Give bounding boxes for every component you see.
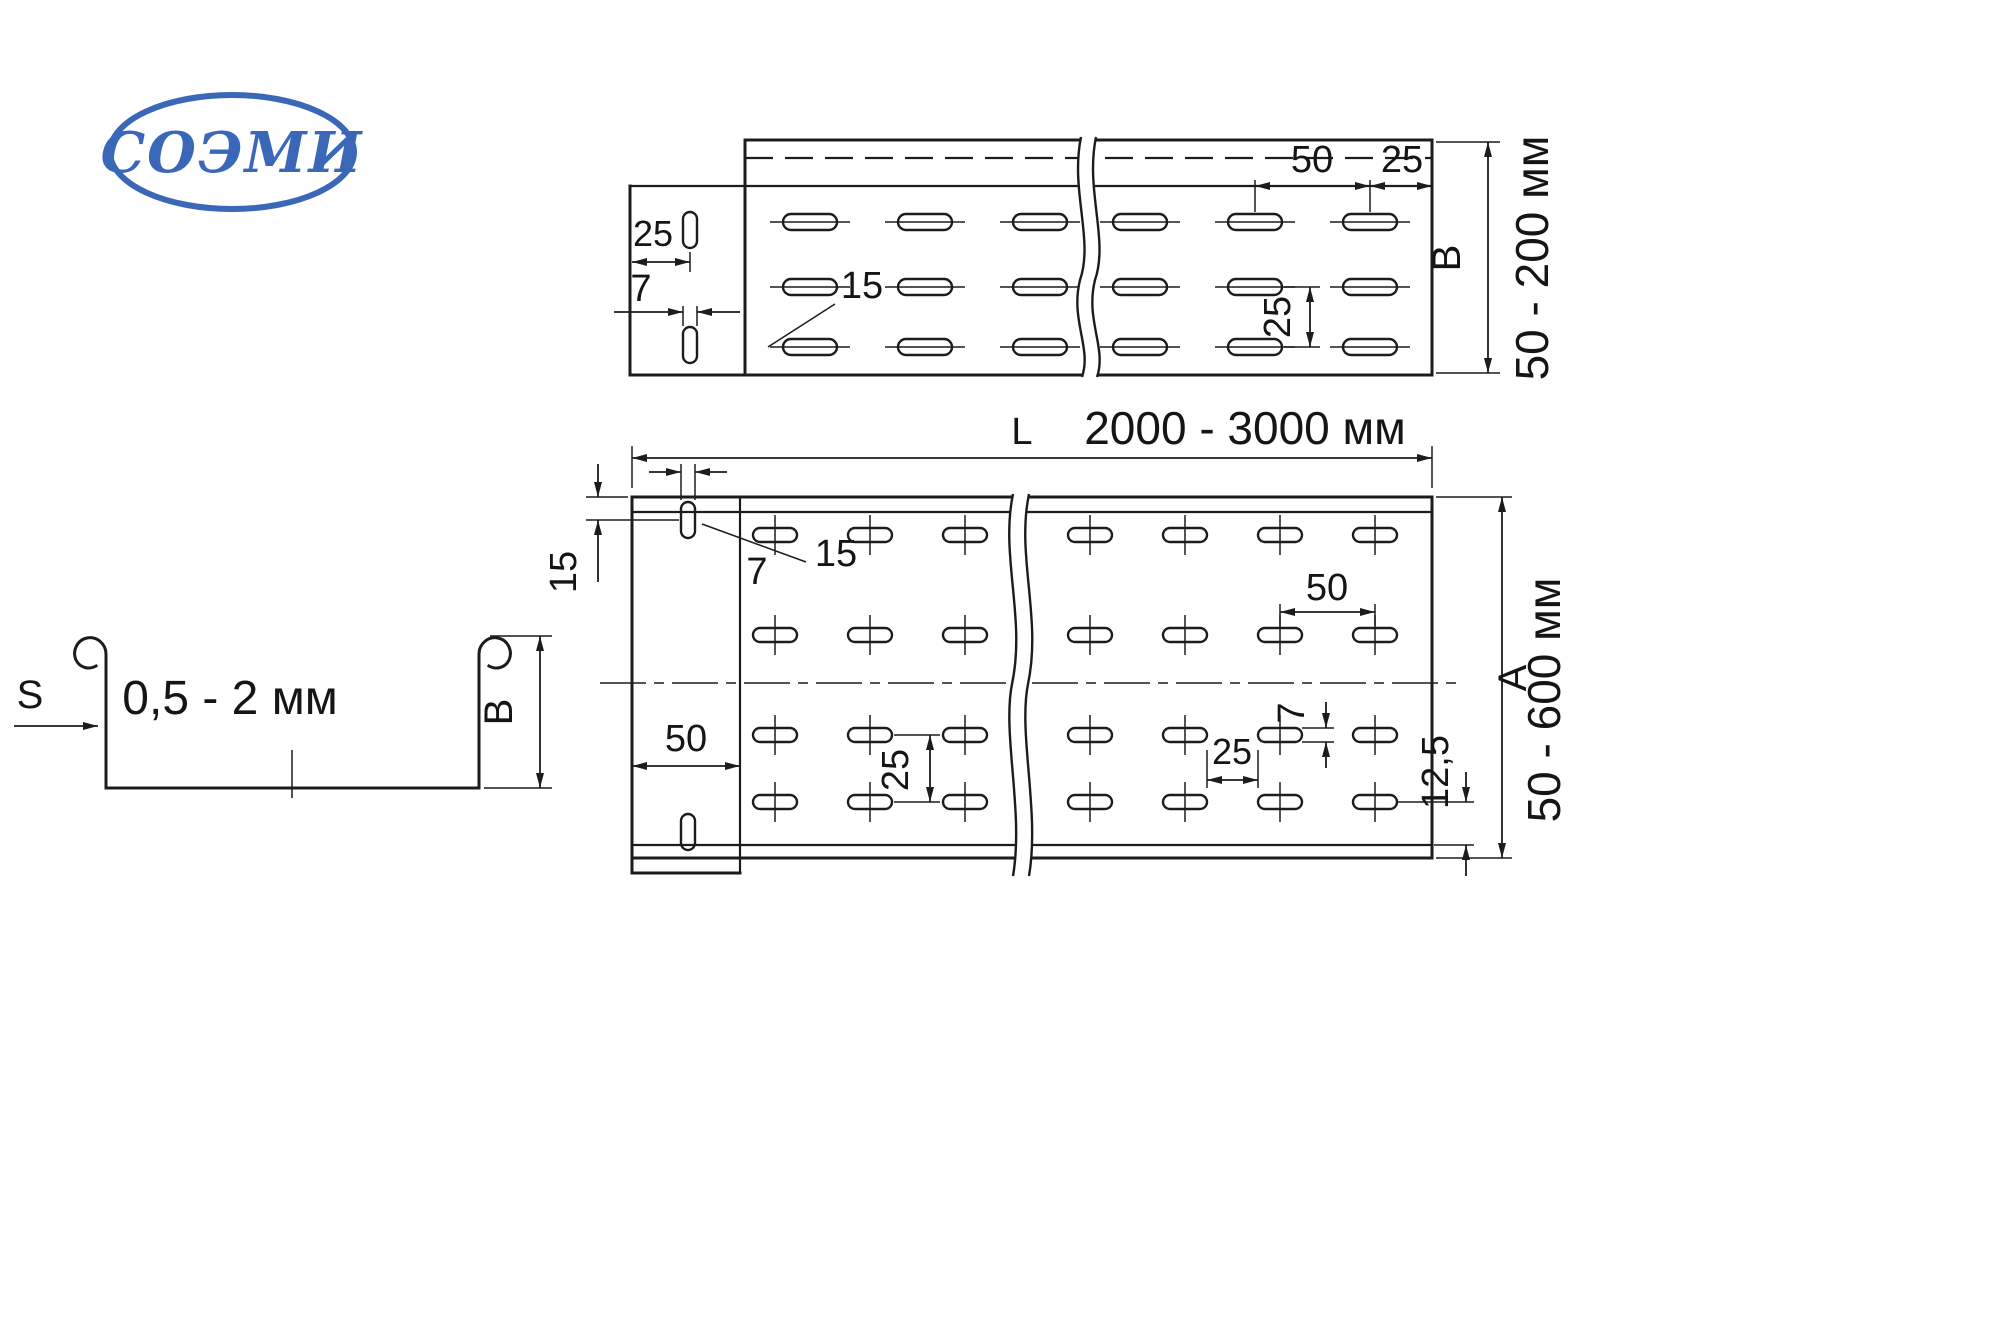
plan-dim-half-pitch-label: 25 [1212,731,1252,772]
plan-dim-tab-width-label: 50 [665,718,707,760]
plan-dim-slot-length-top-label: 15 [815,533,857,575]
side-dimension-lines [614,141,1500,374]
side-dim-height-range-label: 50 - 200 мм [1506,136,1558,381]
plan-break-line [1008,493,1034,877]
section-dimension-lines [14,635,552,789]
section-view: S 0,5 - 2 мм B [14,635,552,798]
side-break-line [1076,136,1101,378]
plan-length-label: L [1011,411,1032,453]
plan-dim-edge-offset-label: 12,5 [1415,735,1457,809]
plan-dim-row-pitch-label: 25 [875,749,917,791]
plan-dim-width-range-label: 50 - 600 мм [1518,578,1570,823]
plan-dim-pitch-label: 50 [1306,567,1348,609]
plan-dim-slot-width-right-label: 7 [1271,702,1313,723]
side-dimension-labels: 50 25 B 50 - 200 мм 25 7 15 25 [630,136,1558,381]
side-dim-height-label: B [1425,245,1469,272]
side-dim-tab-offset-label: 25 [633,213,673,254]
side-dim-slot-length-label: 15 [841,265,883,307]
side-dim-slot-width-label: 7 [630,268,651,310]
logo-text: СОЭМИ [101,120,364,186]
section-thickness-symbol-label: S [17,673,44,717]
section-thickness-range-label: 0,5 - 2 мм [122,672,337,725]
section-height-label: B [477,699,521,726]
plan-dim-width-label: A [1491,664,1535,691]
plan-perforation-field [679,500,1399,852]
plan-dim-end-offset-label: 15 [543,551,585,593]
plan-view: L 2000 - 3000 мм 15 7 15 50 25 50 7 25 1… [543,402,1570,877]
side-dim-row-pitch-label: 25 [1257,296,1299,338]
plan-dimension-labels: L 2000 - 3000 мм 15 7 15 50 25 50 7 25 1… [543,402,1570,822]
section-dimension-labels: S 0,5 - 2 мм B [17,672,521,725]
soemi-logo: СОЭМИ [101,92,364,212]
plan-dim-slot-width-top-label: 7 [746,551,767,593]
side-dim-edge-label: 25 [1381,139,1423,181]
plan-length-range-label: 2000 - 3000 мм [1084,402,1406,454]
plan-dimension-lines [586,446,1512,876]
logo-ellipse [107,92,357,212]
side-dim-pitch-label: 50 [1291,139,1333,181]
side-view: 50 25 B 50 - 200 мм 25 7 15 25 [614,136,1558,381]
